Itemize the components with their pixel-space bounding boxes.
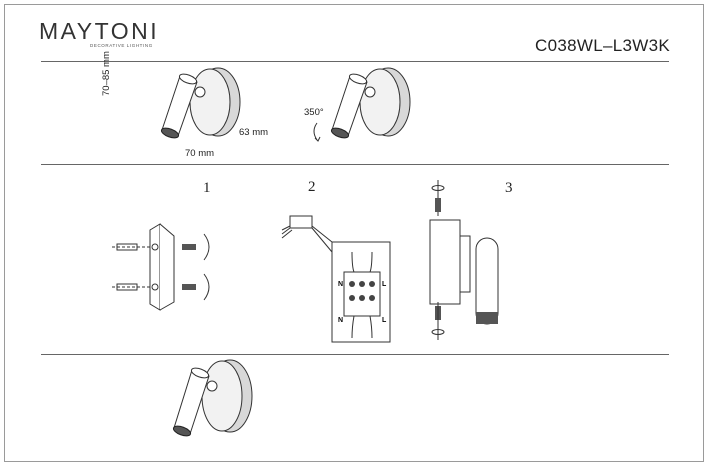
divider-middle <box>41 164 669 165</box>
depth-dimension: 63 mm <box>239 127 269 138</box>
assembly-drawing <box>429 180 499 340</box>
step-3-number: 3 <box>505 180 513 196</box>
height-dimension: 70–85 mm <box>101 51 112 96</box>
step-2-number: 2 <box>308 179 316 195</box>
live-top-label: L <box>382 281 387 288</box>
neutral-top-label: N <box>338 281 343 288</box>
mounting-bracket-drawing <box>112 223 210 311</box>
brand-logo: MAYTONI <box>39 18 160 44</box>
rotation-label: 350° <box>304 107 324 118</box>
wiring-terminal-drawing: N L N L <box>281 215 391 343</box>
brand-tagline: DECORATIVE LIGHTING <box>90 43 153 48</box>
live-bottom-label: L <box>382 317 387 324</box>
width-dimension: 70 mm <box>185 148 215 159</box>
page-frame <box>4 4 704 462</box>
lamp-dimension-drawing <box>160 67 241 139</box>
lamp-rotation-drawing <box>313 67 411 142</box>
step-1-number: 1 <box>203 180 211 196</box>
divider-top <box>41 61 669 62</box>
divider-bottom <box>41 354 669 355</box>
installed-lamp-drawing <box>172 359 253 437</box>
model-number: C038WL–L3W3K <box>535 36 670 55</box>
neutral-bottom-label: N <box>338 317 343 324</box>
